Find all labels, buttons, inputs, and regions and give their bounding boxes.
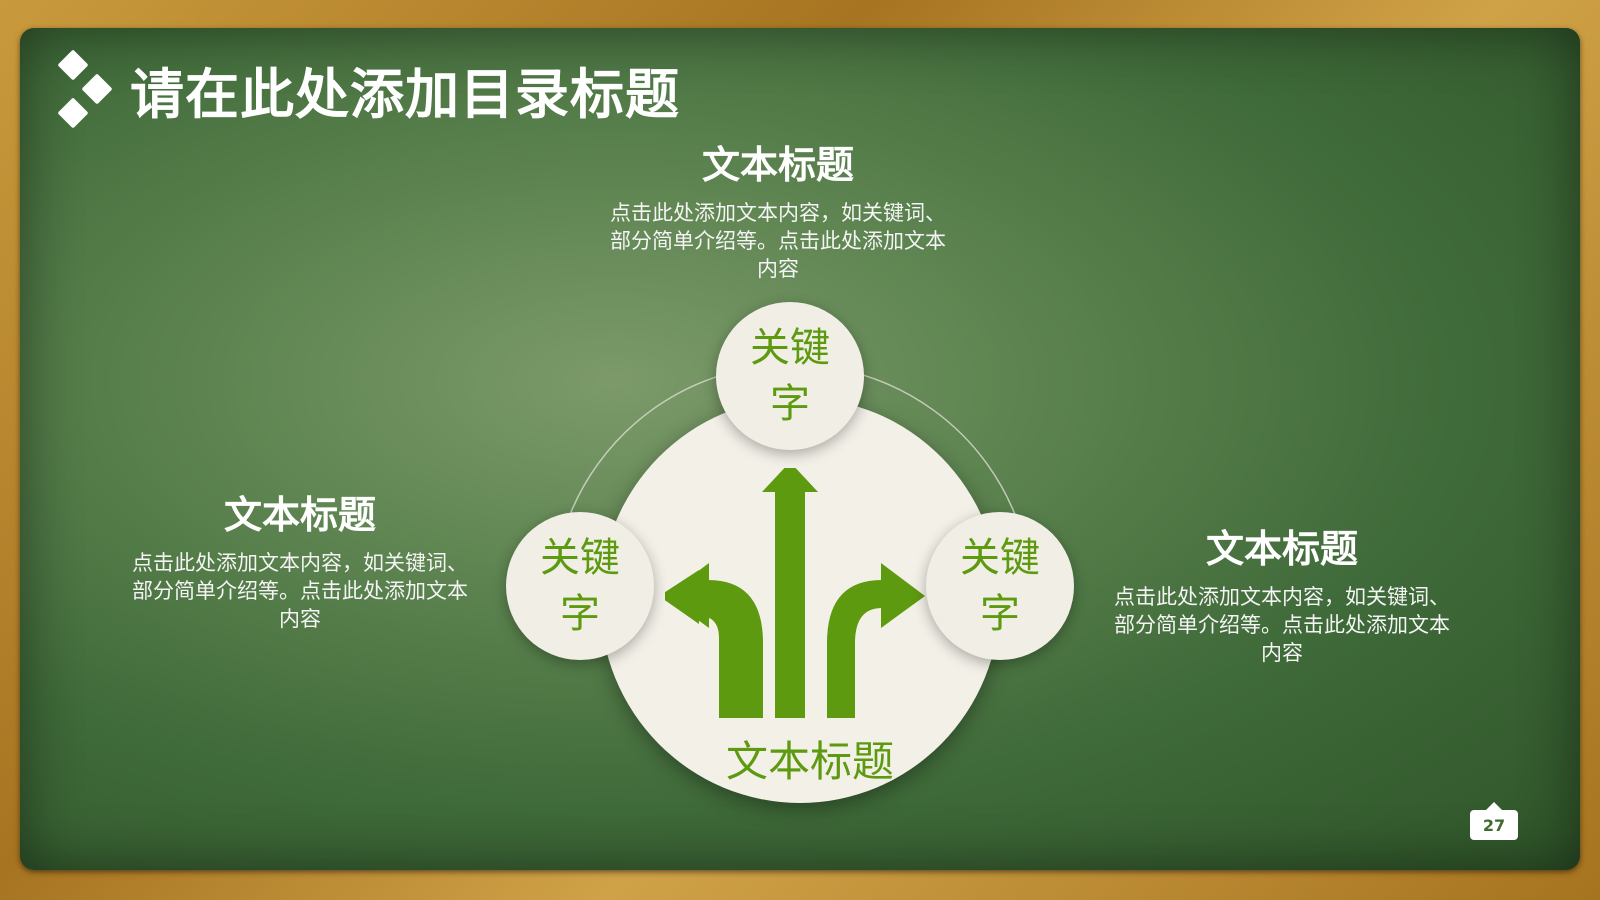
keyword-label: 关键字 [960, 535, 1040, 637]
text-block-left: 文本标题 点击此处添加文本内容，如关键词、部分简单介绍等。点击此处添加文本内容 [130, 484, 470, 633]
text-block-title: 文本标题 [701, 143, 854, 187]
keyword-label: 关键字 [540, 535, 620, 637]
text-block-title: 文本标题 [1205, 527, 1358, 571]
text-block-body: 点击此处添加文本内容，如关键词、部分简单介绍等。点击此处添加文本内容 [610, 201, 946, 281]
text-block-top: 文本标题 点击此处添加文本内容，如关键词、部分简单介绍等。点击此处添加文本内容 [608, 134, 948, 283]
keyword-circle-top: 关键字 [716, 302, 864, 450]
page-title: 请在此处添加目录标题 [130, 63, 680, 126]
chalkboard: 请在此处添加目录标题 文本标题 点击此处添加文本内容，如关键词、部分简单介绍等。… [20, 28, 1580, 870]
keyword-label: 关键字 [750, 325, 830, 427]
keyword-circle-left: 关键字 [506, 512, 654, 660]
text-block-title: 文本标题 [223, 493, 376, 537]
text-block-body: 点击此处添加文本内容，如关键词、部分简单介绍等。点击此处添加文本内容 [132, 551, 468, 631]
keyword-circle-right: 关键字 [926, 512, 1074, 660]
text-block-body: 点击此处添加文本内容，如关键词、部分简单介绍等。点击此处添加文本内容 [1114, 585, 1450, 665]
text-block-right: 文本标题 点击此处添加文本内容，如关键词、部分简单介绍等。点击此处添加文本内容 [1112, 518, 1452, 667]
diverging-arrows-icon [665, 468, 925, 718]
center-label: 文本标题 [725, 737, 894, 786]
page-number: 27 [1470, 802, 1518, 840]
